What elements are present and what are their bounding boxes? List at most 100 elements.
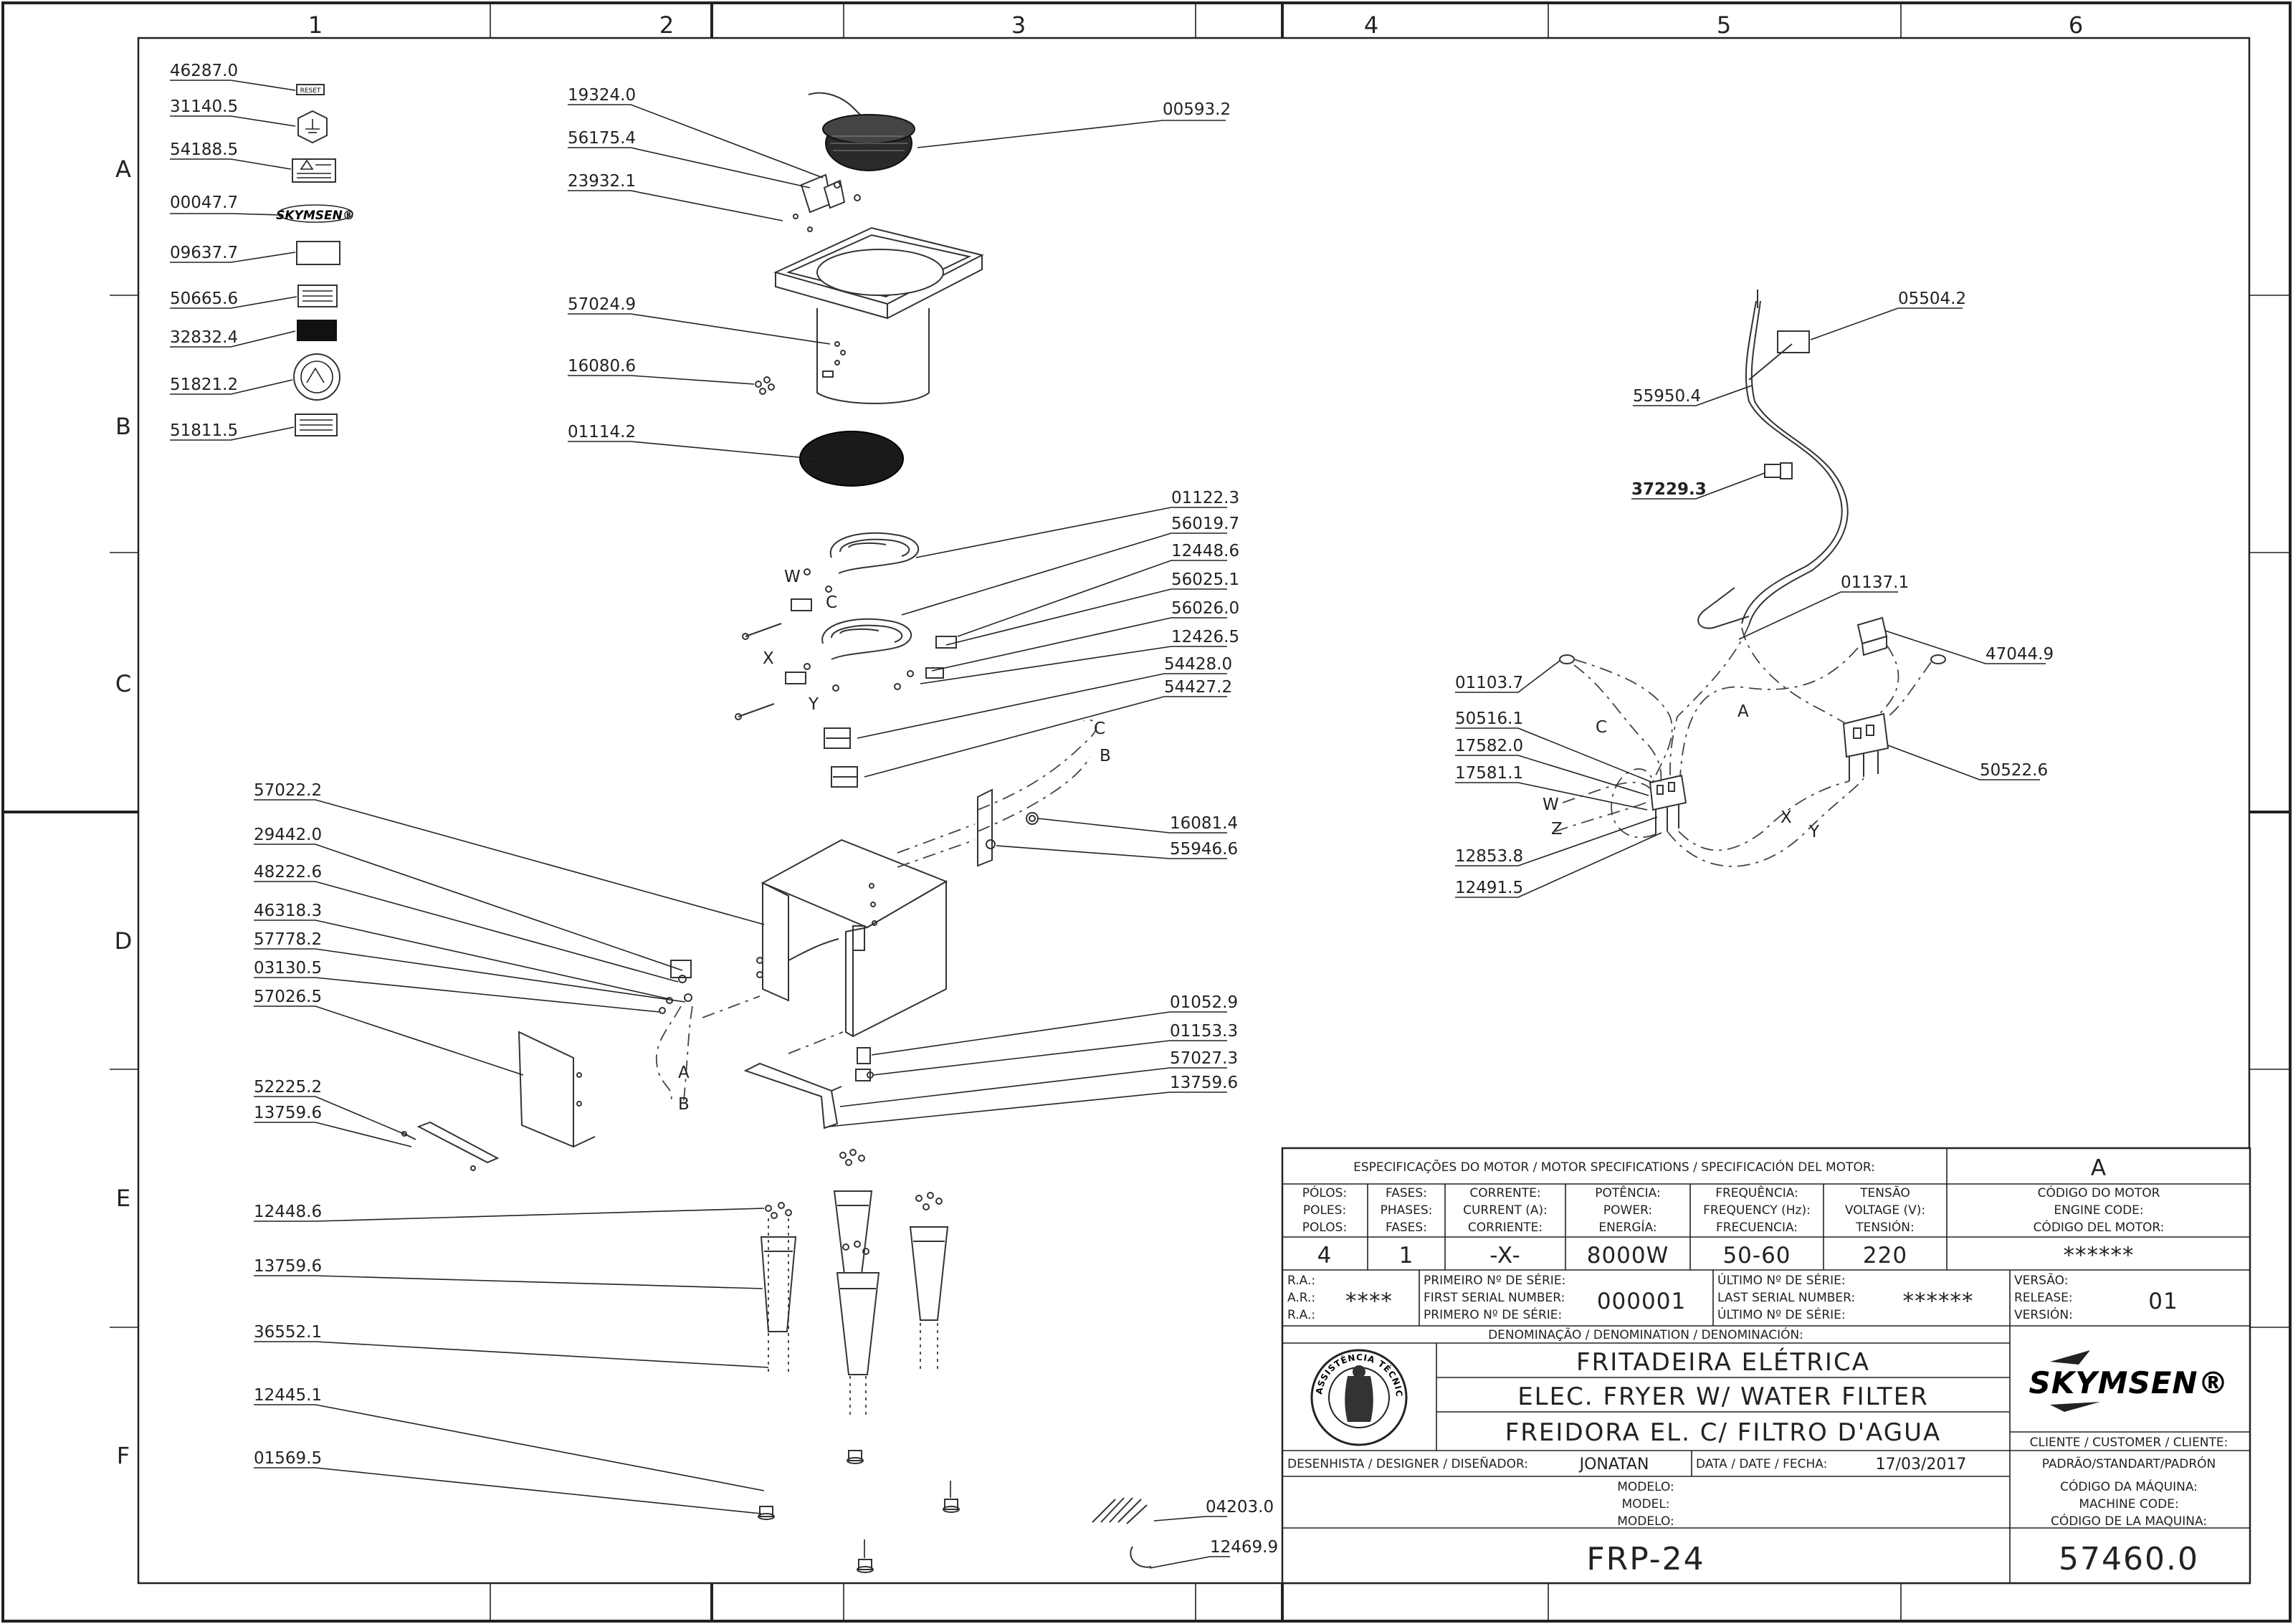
svg-text:FREQUENCY (Hz):: FREQUENCY (Hz): (1703, 1203, 1811, 1218)
svg-text:C: C (1094, 720, 1105, 738)
svg-text:CORRIENTE:: CORRIENTE: (1468, 1221, 1543, 1235)
basket-holder-icon (793, 173, 861, 232)
designer-value: JONATAN (1578, 1456, 1649, 1473)
cable-gland-icon (1764, 462, 1793, 479)
name-pt: FRITADEIRA ELÉTRICA (1576, 1347, 1870, 1377)
fry-basket-icon (808, 92, 915, 171)
svg-text:32832.4: 32832.4 (170, 328, 238, 347)
foot-bracket-icon (401, 1121, 500, 1171)
svg-text:CORRENTE:: CORRENTE: (1469, 1186, 1540, 1200)
svg-text:CÓDIGO DEL MOTOR:: CÓDIGO DEL MOTOR: (2034, 1219, 2165, 1235)
svg-text:MACHINE CODE:: MACHINE CODE: (2079, 1497, 2178, 1511)
svg-text:12448.6: 12448.6 (1171, 542, 1239, 560)
svg-text:Y: Y (808, 695, 819, 714)
svg-text:Y: Y (1808, 823, 1820, 841)
name-en: ELEC. FRYER W/ WATER FILTER (1517, 1382, 1929, 1411)
ra-field: R.A.: A.R.: R.A.: **** (1287, 1274, 1392, 1322)
svg-text:46318.3: 46318.3 (254, 902, 322, 920)
spec-poles: PÓLOS: POLES: POLOS: 4 (1302, 1185, 1347, 1269)
thermostat-bracket-icon (655, 960, 693, 1102)
svg-text:55950.4: 55950.4 (1633, 387, 1701, 406)
zone-row-d: D (115, 927, 133, 955)
callout-46287-0: 46287.0 RESET (170, 62, 325, 95)
svg-text:57022.2: 57022.2 (254, 781, 322, 800)
pilot-lamp-icon (1559, 654, 1946, 664)
svg-text:01: 01 (2148, 1289, 2178, 1314)
spec-voltage: TENSÃO VOLTAGE (V): TENSIÓN: 220 (1845, 1185, 1925, 1269)
feet-icon (758, 1450, 960, 1573)
svg-text:RELEASE:: RELEASE: (2014, 1291, 2073, 1305)
svg-text:MODEL:: MODEL: (1621, 1497, 1669, 1511)
callout-31140-5: 31140.5 (170, 97, 328, 144)
stickers-group: 46287.0 RESET 31140.5 54188.5 00047.7 SK… (170, 62, 355, 441)
svg-text:23932.1: 23932.1 (568, 172, 636, 191)
svg-text:12426.5: 12426.5 (1171, 628, 1239, 646)
callout-09637-7: 09637.7 (170, 241, 340, 265)
zone-col-5: 5 (1717, 11, 1731, 39)
svg-text:CÓDIGO DA MÁQUINA:: CÓDIGO DA MÁQUINA: (2060, 1479, 2198, 1494)
svg-text:Z: Z (1551, 820, 1563, 839)
spec-engine-code: CÓDIGO DO MOTOR ENGINE CODE: CÓDIGO DEL … (2034, 1185, 2165, 1269)
svg-text:C: C (1596, 718, 1607, 737)
power-cord-icon (1741, 300, 1843, 624)
callout-54188-5: 54188.5 (170, 140, 336, 183)
date-label: DATA / DATE / FECHA: (1696, 1457, 1827, 1471)
spec-power: POTÊNCIA: POWER: ENERGÍA: 8000W (1587, 1185, 1669, 1269)
svg-text:50-60: 50-60 (1722, 1243, 1791, 1269)
svg-text:ÚLTIMO Nº DE SÉRIE:: ÚLTIMO Nº DE SÉRIE: (1717, 1272, 1846, 1288)
svg-text:50665.6: 50665.6 (170, 290, 238, 308)
svg-text:******: ****** (1903, 1289, 1974, 1314)
svg-text:47044.9: 47044.9 (1985, 645, 2054, 664)
svg-text:PRIMEIRO Nº DE SÉRIE:: PRIMEIRO Nº DE SÉRIE: (1424, 1272, 1565, 1288)
zone-row-f: F (117, 1442, 130, 1469)
svg-text:POLOS:: POLOS: (1302, 1221, 1347, 1235)
callout-51811-5: 51811.5 (170, 414, 338, 441)
svg-text:17582.0: 17582.0 (1455, 737, 1523, 755)
model-labels: MODELO: MODEL: MODELO: (1617, 1480, 1674, 1529)
svg-text:ENERGÍA:: ENERGÍA: (1598, 1219, 1656, 1235)
filter-disc-icon (799, 431, 904, 487)
version-field: VERSÃO: RELEASE: VERSIÓN: 01 (2014, 1272, 2178, 1322)
last-serial-field: ÚLTIMO Nº DE SÉRIE: LAST SERIAL NUMBER: … (1717, 1272, 1974, 1322)
contactor-left-icon (1649, 774, 1687, 834)
rear-panel-icon (897, 719, 1097, 868)
designer-label: DESENHISTA / DESIGNER / DISEÑADOR: (1287, 1456, 1528, 1471)
brand-sticker-icon: SKYMSEN® (276, 209, 355, 223)
svg-text:01122.3: 01122.3 (1171, 489, 1239, 507)
tank-screws-icon (755, 376, 775, 395)
svg-text:VERSIÓN:: VERSIÓN: (2014, 1307, 2073, 1322)
svg-text:16080.6: 16080.6 (568, 357, 636, 376)
denomination-header: DENOMINAÇÃO / DENOMINATION / DENOMINACIÓ… (1488, 1327, 1803, 1342)
svg-text:TENSÃO: TENSÃO (1859, 1185, 1910, 1200)
svg-text:03130.5: 03130.5 (254, 959, 322, 978)
svg-text:37229.3: 37229.3 (1631, 480, 1707, 499)
svg-text:W: W (784, 568, 801, 586)
svg-text:01103.7: 01103.7 (1455, 674, 1523, 692)
callout-00047-7: 00047.7 SKYMSEN® (170, 194, 355, 223)
spec-frequency: FREQUÊNCIA: FREQUENCY (Hz): FRECUENCIA: … (1703, 1185, 1811, 1269)
svg-text:52225.2: 52225.2 (254, 1078, 322, 1097)
cord-clamp-icon (1697, 587, 1750, 629)
svg-text:36552.1: 36552.1 (254, 1323, 322, 1342)
zone-row-e: E (116, 1185, 130, 1212)
svg-text:R.A.:: R.A.: (1287, 1274, 1315, 1288)
callout-51821-2: 51821.2 (170, 353, 340, 401)
revision-letter: A (2091, 1155, 2107, 1181)
svg-text:57027.3: 57027.3 (1170, 1049, 1238, 1068)
svg-text:220: 220 (1863, 1243, 1907, 1269)
svg-text:54428.0: 54428.0 (1164, 655, 1232, 674)
svg-text:RESET: RESET (300, 87, 321, 95)
svg-text:17581.1: 17581.1 (1455, 764, 1523, 783)
drain-valve-icon (855, 1047, 874, 1081)
svg-text:8000W: 8000W (1587, 1243, 1669, 1269)
element-brackets-icon (735, 568, 957, 720)
svg-text:C: C (826, 593, 837, 612)
warning-label-icon (292, 158, 336, 183)
date-value: 17/03/2017 (1876, 1456, 1967, 1473)
contactor-right-icon (1842, 712, 1889, 781)
zone-col-6: 6 (2069, 11, 2083, 39)
leg-left-icon (760, 1202, 797, 1375)
svg-text:POWER:: POWER: (1603, 1203, 1652, 1218)
svg-text:12853.8: 12853.8 (1455, 847, 1523, 866)
svg-text:MODELO:: MODELO: (1617, 1514, 1674, 1529)
